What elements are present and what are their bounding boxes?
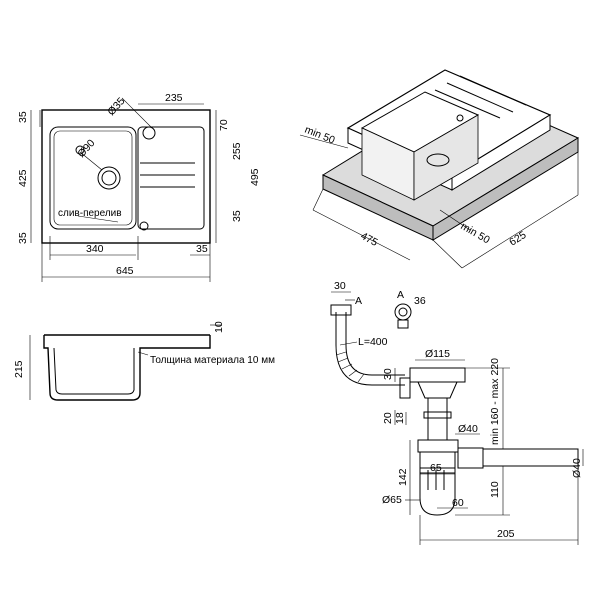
dim-10: 10 — [213, 321, 225, 333]
tailpiece — [427, 397, 448, 441]
detail-A-stem — [397, 319, 409, 329]
iso-drain — [426, 153, 450, 167]
leader-min50a — [299, 134, 349, 149]
section-view: 10 215 Толщина материала 10 мм — [13, 321, 275, 401]
leader-L400 — [339, 341, 358, 346]
trap-cap — [417, 439, 459, 453]
dim-30-top: 30 — [334, 280, 346, 292]
hose-rib — [337, 357, 349, 363]
section-outline — [43, 335, 211, 401]
tailpiece-nut — [423, 411, 452, 419]
drain-outer — [97, 166, 121, 190]
overflow-hole — [75, 145, 85, 155]
dim-110: 110 — [489, 481, 501, 498]
overflow-head — [330, 304, 352, 316]
top-view: 35 235 Ø35 70 255 495 425 Ø90 35 35 340 … — [17, 92, 261, 282]
dim-60: 60 — [452, 497, 464, 509]
dim-phi115: Ø115 — [425, 348, 450, 360]
overflow-nipple — [399, 377, 411, 399]
dim-phi90: Ø90 — [75, 137, 97, 160]
dim-475: 475 — [359, 230, 380, 249]
dim-35-left: 35 — [17, 232, 29, 244]
thickness-label: Толщина материала 10 мм — [150, 355, 275, 366]
detail-A-ring — [394, 303, 412, 321]
dim-phi35: Ø35 — [105, 95, 127, 118]
label-A-top: A — [355, 295, 362, 307]
sink-side-edge — [451, 114, 551, 191]
dim-205: 205 — [497, 528, 515, 540]
overflow-hose — [335, 312, 405, 386]
leader-overflow — [77, 215, 119, 223]
drainer-outline — [137, 126, 205, 230]
dim-phi65: Ø65 — [382, 494, 402, 506]
dim-35-top: 35 — [17, 111, 29, 123]
drainer-hole — [139, 221, 149, 231]
leader-thickness — [137, 351, 149, 356]
overflow-hose-inner — [345, 312, 405, 376]
strainer-body — [417, 381, 458, 399]
leader-phi90 — [79, 151, 103, 171]
dim-min50a: min 50 — [303, 124, 337, 147]
dim-35-right: 35 — [231, 210, 243, 222]
hose-rib — [335, 351, 347, 356]
iso-groove — [446, 82, 514, 113]
dim-30: 30 — [382, 368, 394, 380]
ext-line — [312, 188, 324, 211]
dim-36: 36 — [414, 295, 426, 307]
dim-220: min 160 - max 220 — [489, 358, 501, 445]
trap-band — [419, 467, 456, 474]
faucet-hole — [142, 126, 156, 140]
dim-495: 495 — [249, 168, 261, 186]
leader-min50b — [439, 209, 471, 231]
sink-outline — [41, 109, 211, 244]
dim-215: 215 — [13, 360, 25, 378]
dim-18: 18 — [394, 412, 406, 424]
hose-rib — [341, 363, 353, 370]
strainer-top — [409, 367, 466, 383]
section-inner — [53, 347, 135, 395]
iso-bowl-wall-right — [413, 114, 479, 201]
iso-view: min 50 475 min 50 625 — [299, 69, 580, 269]
siphon-view: 30 A A 36 L=400 30 Ø115 min 160 - max 22… — [330, 280, 584, 545]
dim-65: 65 — [430, 462, 442, 474]
drain-inner — [101, 170, 117, 186]
dim-line-475 — [312, 209, 411, 261]
bowl-outline — [49, 126, 137, 230]
hose-rib — [348, 369, 358, 377]
dim-255: 255 — [231, 142, 243, 160]
outlet-nut — [457, 447, 484, 469]
dim-line-625 — [461, 194, 579, 269]
hose-rib — [357, 373, 365, 383]
outlet-pipe — [482, 448, 579, 467]
leader-phi35 — [121, 97, 153, 129]
dim-625: 625 — [507, 229, 528, 249]
dim-phi40: Ø40 — [458, 423, 478, 435]
iso-faucet-hole — [456, 114, 464, 122]
dim-70: 70 — [218, 119, 230, 131]
dim-425: 425 — [17, 169, 29, 187]
dim-phi40-right: Ø40 — [571, 458, 583, 478]
iso-groove — [434, 89, 501, 119]
ext-line — [432, 239, 463, 269]
dim-645: 645 — [116, 265, 134, 277]
dim-235: 235 — [165, 92, 183, 104]
dim-20: 20 — [382, 412, 394, 424]
label-A: A — [397, 289, 404, 301]
trap-bottle — [419, 452, 456, 516]
overflow-label: слив-перелив — [58, 208, 122, 219]
dim-340: 340 — [86, 243, 104, 255]
dim-142: 142 — [397, 468, 409, 486]
dim-L400: L=400 — [358, 336, 388, 348]
detail-A-inner — [398, 307, 408, 317]
bowl-inner — [53, 130, 133, 226]
dim-min50b: min 50 — [459, 220, 492, 246]
dim-35-bottom: 35 — [196, 243, 208, 255]
iso-groove — [459, 75, 527, 106]
